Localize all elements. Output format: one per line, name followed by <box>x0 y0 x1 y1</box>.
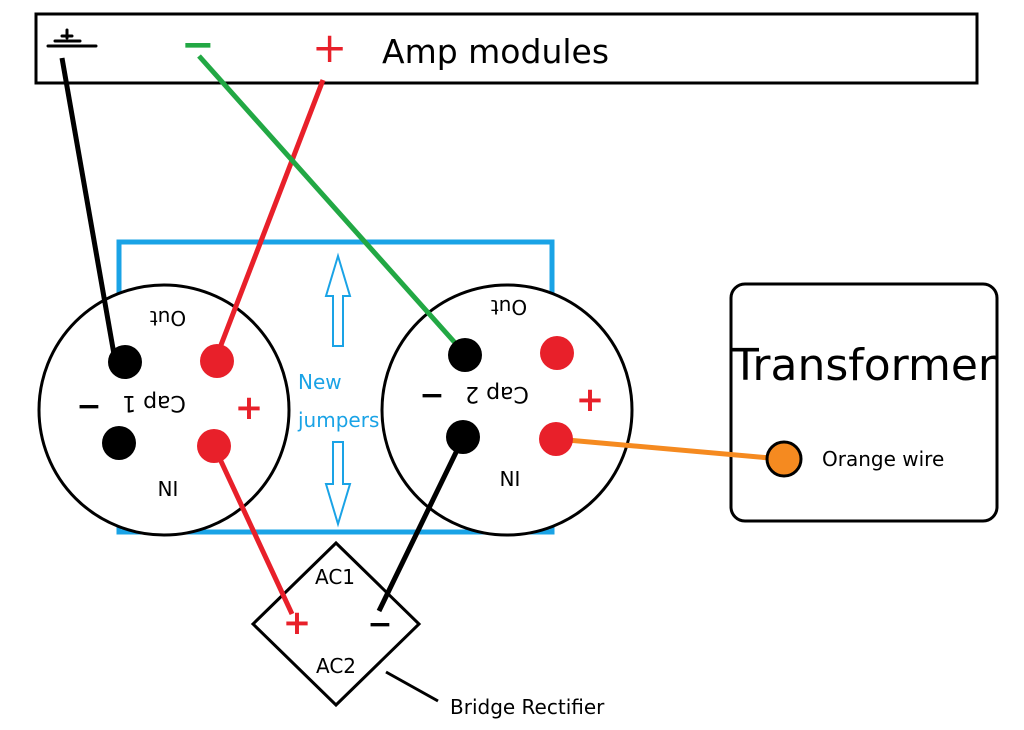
jumper-up-arrow-icon <box>324 252 352 347</box>
cap2-label: Cap 2 <box>465 381 529 406</box>
cap2-out-label: Out <box>491 295 527 319</box>
transformer-title: Transformer <box>731 340 997 391</box>
cap1-in-label: IN <box>158 476 179 500</box>
cap2-out-plus-terminal <box>540 336 574 370</box>
transformer-orange-terminal <box>765 440 803 478</box>
cap2-in-label: IN <box>500 466 521 490</box>
wire-red-bridge-plus <box>210 442 295 616</box>
amp-minus-label: − <box>181 22 215 68</box>
wire-black-bridge-minus <box>376 436 466 613</box>
capacitor-2: Out Cap 2 IN − + <box>380 283 634 537</box>
amp-modules-box: Amp modules − + <box>34 12 979 85</box>
amp-modules-label: Amp modules <box>382 32 609 71</box>
cap1-label: Cap 1 <box>122 390 186 415</box>
cap2-out-minus-terminal <box>448 338 482 372</box>
cap1-out-label: Out <box>150 306 186 330</box>
bridge-caption: Bridge Rectifier <box>450 695 605 719</box>
wire-black-ground <box>59 57 118 361</box>
cap1-out-plus-terminal <box>200 344 234 378</box>
cap2-in-plus-terminal <box>539 422 573 456</box>
cap2-minus-label: − <box>419 378 444 413</box>
cap1-in-plus-terminal <box>197 429 231 463</box>
wire-red-amp-plus <box>213 79 326 359</box>
bridge-ac1-label: AC1 <box>315 565 355 589</box>
bridge-caption-leader <box>385 670 439 703</box>
capacitor-1: Out Cap 1 IN − + <box>37 283 291 537</box>
bridge-minus-label: − <box>367 607 392 642</box>
cap2-in-minus-terminal <box>446 420 480 454</box>
transformer-box: Transformer Orange wire <box>729 282 999 523</box>
cap1-plus-label: + <box>235 388 264 428</box>
jumpers-label-line1: New <box>298 370 342 394</box>
amp-plus-label: + <box>312 23 347 72</box>
ground-icon <box>46 28 98 48</box>
cap1-out-minus-terminal <box>108 345 142 379</box>
jumpers-label-line2: jumpers <box>297 408 379 432</box>
orange-wire-label: Orange wire <box>822 447 944 471</box>
cap1-in-minus-terminal <box>102 426 136 460</box>
cap2-plus-label: + <box>576 380 605 420</box>
wire-orange-transformer <box>555 436 782 462</box>
cap1-minus-label: − <box>76 389 101 424</box>
wire-green-amp-minus <box>197 54 467 356</box>
bridge-ac2-label: AC2 <box>316 654 356 678</box>
jumper-down-arrow-icon <box>324 441 352 528</box>
bridge-rectifier: AC1 AC2 + − Bridge Rectifier <box>250 540 605 719</box>
